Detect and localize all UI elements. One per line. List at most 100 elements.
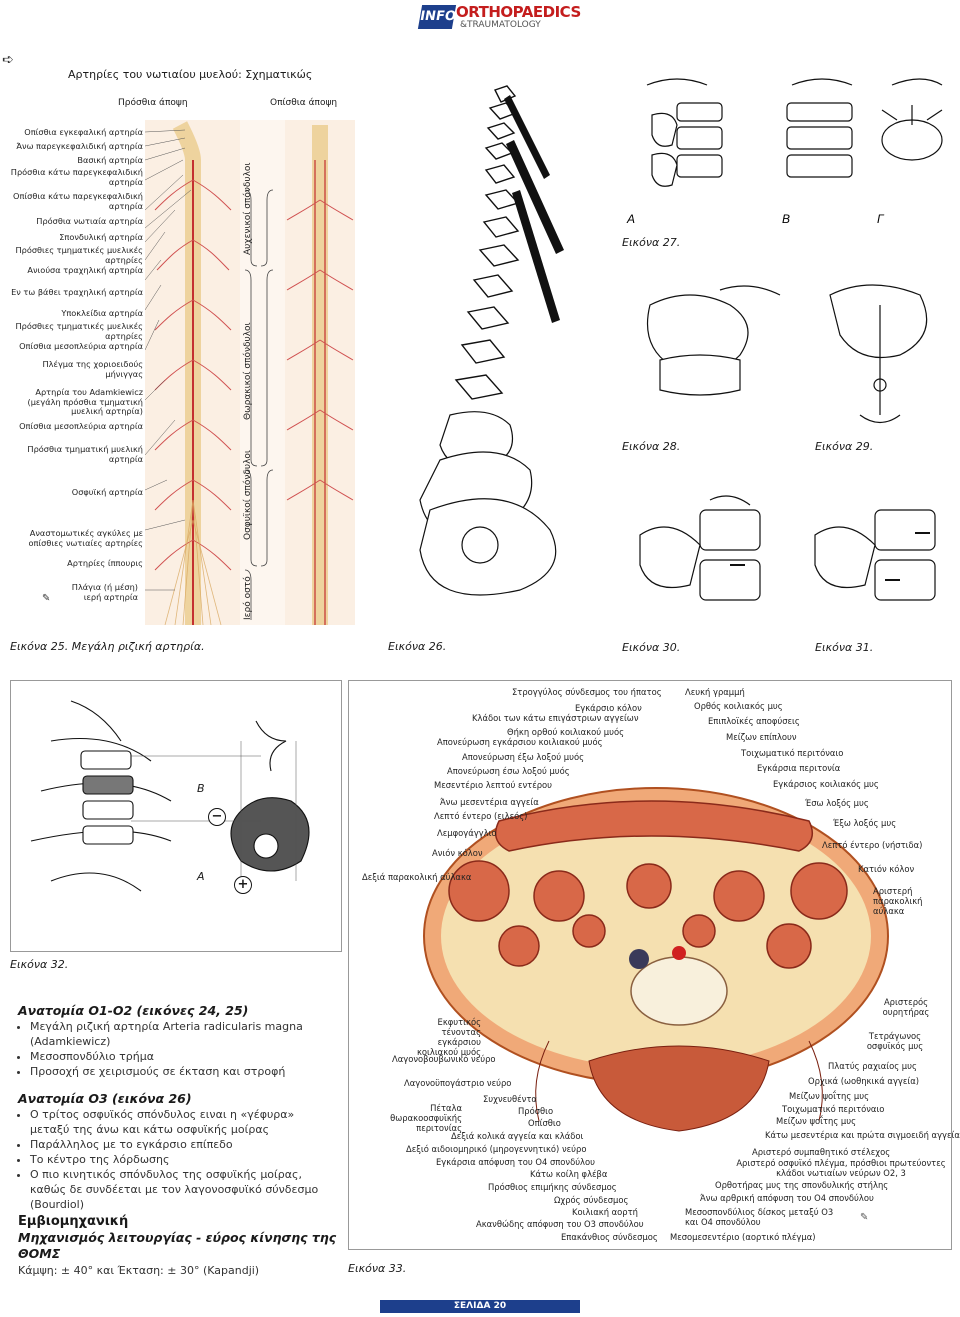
biomechanics-subtitle: Μηχανισμός λειτουργίας - εύρος κίνησης τ… [18,1230,337,1261]
fig33-bottom-right-4: Μείζων ψοΐτης μυς [789,1091,869,1101]
fig33-top-right-5: Εγκάρσια περιτονία [757,763,841,773]
fig25-label-16: Πρόσθια τμηματική μυελική αρτηρία [27,444,143,464]
fig25-label-0: Οπίσθια εγκεφαλική αρτηρία [24,127,143,137]
anatomy-l3-item: Ο τρίτος οσφυϊκός σπόνδυλος ειναι η «γέφ… [30,1107,336,1137]
fig27-letter-a: Α [626,212,635,225]
fig25-label-1: Άνω παρεγκεφαλιδική αρτηρία [16,141,143,151]
fig33-top-left-9: Λεπτό έντερο (ειλεός) [434,811,528,821]
anatomy-l1-l2-item: Μεσοσπονδύλιο τρήμα [30,1049,336,1064]
fig33-top-left-3: Θήκη ορθού κοιλιακού μυός [507,727,624,737]
fig25-label-9: Εν τω βάθει τραχηλική αρτηρία [11,287,143,297]
fig33-bottom-left-11: Πρόσθιος επιμήκης σύνδεσμος [488,1182,617,1192]
anatomy-l1-l2-item: Μεγάλη ριζική αρτηρία Arteria radiculari… [30,1019,336,1049]
fig33-panel [348,680,952,1250]
anatomy-l3-item: Παράλληλος με το εγκάρσιο επίπεδο [30,1137,336,1152]
fig33-top-right-7: Έσω λοξός μυς [805,798,869,808]
fig30-31-shear-illustration [630,485,950,635]
fig33-top-right-10: Κατιόν κόλον [858,864,915,874]
fig33-bottom-right-12: Μεσοσπονδύλιος δίσκος μεταξύ Ο3 και Ο4 σ… [685,1207,834,1227]
fig25-label-2: Βασική αρτηρία [77,155,143,165]
fig33-bottom-left-5: Πρόσθιο [518,1106,554,1116]
fig33-bottom-right-2: Πλατύς ραχιαίος μυς [828,1061,917,1071]
anatomy-l3-title: Ανατομία Ο3 (εικόνα 26) [18,1091,192,1106]
fig33-bottom-right-0: Αριστερός ουρητήρας [882,997,930,1017]
fig28-29-rotation-illustration [630,265,950,435]
fig33-bottom-left-13: Κοιλιακή αορτή [572,1207,638,1217]
fig25-title: Αρτηρίες του νωτιαίου μυελού: Σχηματικώς [68,68,313,81]
fig33-signature: ✎ [860,1212,869,1223]
fig25-view-front: Πρόσθια άποψη [118,98,188,108]
fig25-region-lumbar: Οσφυϊκοί σπόνδυλοι [243,450,253,540]
fig27-letter-c: Γ [877,212,885,225]
anatomy-l3-item: Ο πιο κινητικός σπόνδυλος της οσφυϊκής μ… [30,1167,336,1212]
section-arrow-icon: ➪ [2,52,14,68]
logo-orthopaedics: ORTHOPAEDICS [456,3,581,21]
anatomy-l1-l2-item: Προσοχή σε χειρισμούς σε έκταση και στρο… [30,1064,336,1079]
fig25-signature: ✎ [42,593,51,604]
anatomy-l1-l2-title: Ανατομία Ο1-Ο2 (εικόνες 24, 25) [18,1003,249,1018]
fig25-caption: Εικόνα 25. Μεγάλη ριζική αρτηρία. [10,640,205,653]
fig33-bottom-right-13: Μεσομεσεντέριο (αορτικό πλέγμα) [670,1232,816,1242]
fig33-top-right-11: Αριστερή παρακολική αύλακα [873,886,923,916]
fig32-caption: Εικόνα 32. [10,958,69,971]
fig25-region-thoracic: Θωρακικοί σπόνδυλοι [243,322,253,420]
fig33-top-right-3: Μείζων επίπλουν [726,732,797,742]
page-footer: ΣΕΛΙΔΑ 20 [380,1300,580,1313]
fig30-caption: Εικόνα 30. [622,641,681,654]
fig31-caption: Εικόνα 31. [815,641,874,654]
fig32-panel [10,680,342,952]
fig33-caption: Εικόνα 33. [348,1262,407,1275]
fig26-spine-lateral-illustration [410,40,610,630]
fig25-label-13: Πλέγμα της χοριοειδούς μήνιγγας [42,359,143,379]
fig33-bottom-left-10: Κάτω κοίλη φλέβα [530,1169,608,1179]
fig33-top-right-2: Επιπλοϊκές αποφύσεις [708,716,800,726]
fig25-region-cervical: Αυχενικοί σπόνδυλοι [243,162,253,255]
biomechanics-title: Εμβιομηχανική [18,1214,129,1229]
fig33-bottom-right-5: Τοιχωματικό περιτόναιο [782,1104,885,1114]
fig25-region-sacrum: Ιερό οστό [243,576,253,620]
anatomy-l1-l2-list: Μεγάλη ριζική αρτηρία Arteria radiculari… [18,1019,336,1079]
plus-icon: + [234,876,252,894]
fig33-bottom-right-3: Ορχικά (ωοθηκικά αγγεία) [808,1076,920,1086]
fig33-top-left-7: Μεσεντέριο λεπτού εντέρου [434,780,553,790]
fig33-top-left-8: Άνω μεσεντέρια αγγεία [440,797,539,807]
logo-traumatology: &TRAUMATOLOGY [460,20,541,30]
fig33-top-left-5: Απονεύρωση έξω λοξού μυός [462,752,585,762]
fig33-bottom-left-4: Συχνευθέντα [483,1094,537,1104]
anatomy-l3-list: Ο τρίτος οσφυϊκός σπόνδυλος ειναι η «γέφ… [18,1107,336,1212]
fig33-bottom-right-1: Τετράγωνος οσφυϊκός μυς [866,1031,924,1051]
anatomy-l3-item: Το κέντρο της λόρδωσης [30,1152,336,1167]
page-number: ΣΕΛΙΔΑ 20 [453,1301,507,1311]
fig27-vertebra-motion-illustration: Α Β Γ [622,75,952,226]
fig33-top-right-0: Λευκή γραμμή [685,687,745,697]
fig25-label-8: Ανιούσα τραχηλική αρτηρία [27,265,143,275]
fig25-label-19: Αρτηρίες ίππουρις [67,558,143,568]
fig25-label-6: Σπονδυλική αρτηρία [59,232,143,242]
fig33-top-right-8: Έξω λοξός μυς [833,818,897,828]
fig25-label-5: Πρόσθια νωτιαία αρτηρία [36,216,143,226]
fig25-label-12: Οπίσθια μεσοπλεύρια αρτηρία [19,341,143,351]
fig25-label-14: Αρτηρία του Adamkiewicz (μεγάλη πρόσθια … [27,387,143,416]
journal-logo: INFO ORTHOPAEDICS &TRAUMATOLOGY [417,3,581,33]
fig33-top-left-12: Δεξιά παρακολική αύλακα [362,872,472,882]
fig33-bottom-left-2: Λαγονοϋπογάστριο νεύρο [404,1078,512,1088]
fig33-bottom-right-10: Ορθοτήρας μυς της σπονδυλικής στήλης [715,1180,889,1190]
fig33-bottom-left-9: Εγκάρσια απόφυση του Ο4 σπονδύλου [436,1157,595,1167]
fig27-caption: Εικόνα 27. [622,236,681,249]
fig26-caption: Εικόνα 26. [388,640,447,653]
fig33-bottom-right-11: Άνω αρθρική απόφυση του Ο4 σπονδύλου [700,1193,874,1203]
fig25-label-17: Οσφυϊκή αρτηρία [71,487,143,497]
fig33-top-left-6: Απονεύρωση έσω λοξού μυός [447,766,570,776]
fig33-bottom-right-9: Αριστερό οσφυϊκό πλέγμα, πρόσθιοι πρωτεύ… [736,1158,946,1178]
biomechanics-range: Κάμψη: ± 40° και Έκταση: ± 30° (Kapandji… [18,1264,260,1277]
fig25-view-back: Οπίσθια άποψη [270,98,338,108]
fig32-letter-a: Α [197,870,205,883]
fig33-bottom-right-8: Αριστερό συμπαθητικό στέλεχος [752,1147,891,1157]
fig33-top-left-1: Εγκάρσιο κόλον [575,703,642,713]
fig32-letter-b: Β [197,782,205,795]
fig25-label-20: Πλάγια (ή μέση) ιερή αρτηρία [71,582,138,602]
fig25-label-18: Αναστομωτικές αγκύλες με οπίσθιες νωτιαί… [28,528,143,548]
fig33-top-left-4: Απονεύρωση εγκάρσιου κοιλιακού μυός [437,737,603,747]
fig33-top-right-6: Εγκάρσιος κοιλιακός μυς [773,779,879,789]
fig25-label-10: Υποκλείδια αρτηρία [61,308,143,318]
